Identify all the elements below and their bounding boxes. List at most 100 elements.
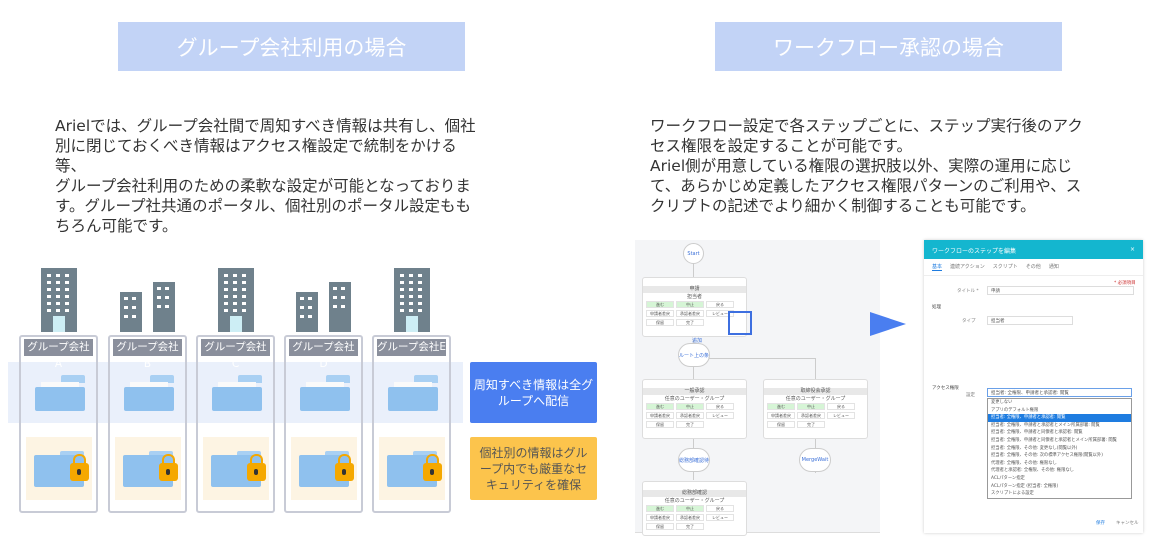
dropdown-option[interactable]: 担当者: 全権限、申請者と同僚者と承認者とメイン所属部署: 閲覧 [991, 437, 1117, 443]
private-area [115, 437, 181, 500]
left-section-title: グループ会社利用の場合 [118, 22, 465, 71]
text-line: て、あらかじめ定義したアクセス権限パターンのご利用や、ス [650, 177, 1082, 195]
workflow-action-button: 戻る [827, 403, 855, 410]
cancel-button[interactable]: キャンセル [1116, 521, 1139, 526]
route-condition-node[interactable]: ルート上の条 [678, 343, 710, 367]
building-icon [394, 268, 430, 332]
workflow-step-board-approval[interactable]: 取締役会承認任意のユーザー・グループ進む中止戻る申請者差戻承認者差戻レビュー保留… [763, 379, 868, 439]
lock-icon [335, 454, 354, 481]
workflow-action-button: 戻る [706, 301, 734, 308]
shared-folder-icon [124, 375, 174, 411]
step-sub: 任意のユーザー・グループ [664, 498, 725, 504]
workflow-action-button: 承認者差戻 [797, 412, 825, 419]
tab-basic[interactable]: 基本 [932, 264, 943, 271]
company-label: グループ会社E [377, 339, 446, 356]
dropdown-option[interactable]: アプリのデフォルト権限 [991, 407, 1039, 413]
dropdown-option[interactable]: 変更しない [991, 400, 1013, 405]
text-line: 別に閉じておくべき情報はアクセス権設定で統制をかける [55, 137, 457, 155]
edit-step-dialog: ワークフローのステップを編集× 基本 連続アクション スクリプト その他 通知 … [924, 240, 1143, 533]
tab-actions[interactable]: 連続アクション [950, 264, 985, 270]
building-icon [41, 268, 77, 332]
building-icon [120, 292, 142, 332]
dropdown-option[interactable]: 代理者と承認者: 全権限、その他: 権限なし [991, 468, 1074, 474]
dropdown-option[interactable]: 担当者: 全権限、申請者と承認者とメイン所属部署: 閲覧 [991, 422, 1100, 428]
building-icon [153, 282, 175, 332]
tab-script[interactable]: スクリプト [992, 264, 1018, 270]
workflow-action-button: 完了 [676, 421, 704, 428]
company-label: グループ会社A [24, 339, 93, 370]
company-column: グループ会社A [19, 335, 98, 513]
section-basic: 処理 [932, 305, 941, 310]
workflow-diagram: Start 申請担当者進む中止戻る申請者差戻承認者差戻レビュー保留完了 追加 ル… [635, 240, 880, 536]
workflow-action-button: 進む [646, 403, 674, 410]
condition-wait-node[interactable]: 総務部確認待 [678, 448, 710, 472]
company-label: グループ会社C [201, 339, 270, 370]
workflow-action-button: レビュー [706, 310, 734, 317]
workflow-action-button: 中止 [676, 301, 704, 308]
access-dropdown[interactable]: 変更しないアプリのデフォルト権限担当者: 全権限、申請者と承認者: 閲覧担当者:… [987, 398, 1132, 499]
dropdown-option[interactable]: 担当者: 全権限、申請者と承認者: 閲覧 [988, 414, 1131, 422]
step-title: 総務部確認 [643, 490, 746, 497]
shared-folder-icon [388, 375, 438, 411]
shared-folder-icon [212, 375, 262, 411]
dropdown-option[interactable]: 担当者: 全権限、その他: 変更なし(閲覧以外) [991, 445, 1078, 451]
dropdown-option[interactable]: ACLパターン指定 (担当者: 全権限) [991, 483, 1059, 489]
building-icon [329, 282, 351, 332]
workflow-step-general-affairs[interactable]: 総務部確認任意のユーザー・グループ進む中止戻る申請者差戻承認者差戻レビュー保留完… [642, 481, 747, 536]
save-button[interactable]: 保存 [1096, 521, 1105, 526]
merge-wait-node[interactable]: MergeWait [799, 448, 831, 472]
workflow-action-button: 進む [767, 403, 795, 410]
building-icon [296, 292, 318, 332]
close-icon[interactable]: × [1129, 246, 1135, 253]
company-column: グループ会社E [372, 335, 451, 513]
workflow-action-button: 申請者差戻 [646, 310, 674, 317]
dropdown-option[interactable]: ACLパターン指定 [991, 475, 1025, 481]
text-line: Ariel側が用意している権限の選択肢以外、実際の運用に応じ [650, 157, 1073, 175]
access-label: 設定 [966, 393, 975, 398]
company-column: グループ会社B [108, 335, 187, 513]
text-line: Arielでは、グループ会社間で周知すべき情報は共有し、個社 [55, 117, 476, 135]
workflow-action-button: 完了 [676, 523, 704, 530]
workflow-action-button: 完了 [797, 421, 825, 428]
title-input[interactable]: 申請 [987, 286, 1134, 295]
title-label: タイトル * [957, 289, 979, 294]
step-title: 申請 [643, 286, 746, 293]
workflow-action-button: 中止 [676, 505, 704, 512]
shared-info-note: 周知すべき情報は全グループへ配信 [470, 362, 597, 423]
workflow-action-button: 承認者差戻 [676, 412, 704, 419]
add-link[interactable]: 追加 [692, 338, 703, 344]
text-line: す。グループ社共通のポータル、個社別のポータル設定もも [55, 197, 472, 215]
dropdown-option[interactable]: 担当者: 全権限、その他: 次の標準アクセス権限(閲覧以外) [991, 453, 1103, 459]
workflow-action-button: 申請者差戻 [646, 514, 674, 521]
workflow-action-button: 保留 [767, 421, 795, 428]
text-line: ワークフロー設定で各ステップごとに、ステップ実行後のアク [650, 117, 1083, 135]
access-select[interactable]: 担当者: 全権限、申請者と承認者: 閲覧 [987, 388, 1132, 397]
right-description: ワークフロー設定で各ステップごとに、ステップ実行後のアク セス権限を設定すること… [650, 116, 1150, 216]
private-area [203, 437, 269, 500]
workflow-step-application[interactable]: 申請担当者進む中止戻る申請者差戻承認者差戻レビュー保留完了 [642, 277, 747, 337]
step-sub: 任意のユーザー・グループ [785, 396, 846, 402]
highlight-box [728, 311, 752, 335]
workflow-action-button: レビュー [706, 514, 734, 521]
tab-notify[interactable]: 通知 [1048, 264, 1059, 270]
lock-icon [159, 454, 178, 481]
private-info-note: 個社別の情報はグループ内でも厳重なセキュリティを確保 [470, 437, 597, 500]
workflow-action-button: 戻る [706, 403, 734, 410]
workflow-action-button: 申請者差戻 [646, 412, 674, 419]
step-title: 一般承認 [643, 388, 746, 395]
text-line: グループ会社利用のための柔軟な設定が可能となっておりま [55, 177, 471, 195]
tab-other[interactable]: その他 [1025, 264, 1041, 270]
dropdown-option[interactable]: 代理者: 全権限、その他: 権限なし [991, 460, 1057, 466]
shared-folder-icon [300, 375, 350, 411]
workflow-action-button: 進む [646, 505, 674, 512]
private-area [26, 437, 92, 500]
dialog-header: ワークフローのステップを編集× [924, 240, 1143, 259]
start-node[interactable]: Start [683, 243, 704, 264]
dropdown-option[interactable]: スクリプトによる設定 [991, 491, 1034, 497]
building-icon [218, 268, 254, 332]
type-select[interactable]: 担当者 [987, 316, 1073, 325]
workflow-action-button: 保留 [646, 319, 674, 326]
dropdown-option[interactable]: 担当者: 全権限、申請者と同僚者と承認者: 閲覧 [991, 430, 1083, 436]
text-line: セス権限を設定することが可能です。 [650, 137, 912, 155]
workflow-step-general-approval[interactable]: 一般承認任意のユーザー・グループ進む中止戻る申請者差戻承認者差戻レビュー保留完了 [642, 379, 747, 439]
